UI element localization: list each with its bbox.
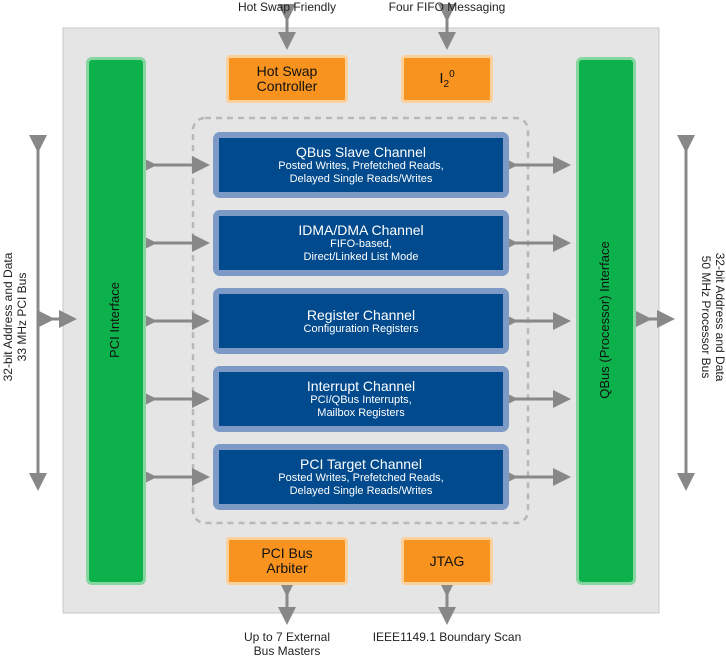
channel-title: QBus Slave Channel <box>296 144 426 160</box>
bus-masters-label: Up to 7 External Bus Masters <box>212 630 362 658</box>
qbus-interface-label: QBus (Processor) Interface <box>597 241 612 399</box>
hot-swap-line2: Controller <box>256 78 318 94</box>
channel-title: IDMA/DMA Channel <box>298 222 424 238</box>
hot-swap-line1: Hot Swap <box>256 63 318 79</box>
jtag-block: JTAG <box>401 537 493 585</box>
channel-title: Register Channel <box>306 306 416 323</box>
idma-dma-channel: IDMA/DMA Channel FIFO-based, Direct/Link… <box>213 210 509 276</box>
arrows <box>29 4 695 625</box>
pci-interface-block <box>86 57 146 585</box>
channel-line1: Posted Writes, Prefetched Reads, <box>278 472 444 484</box>
pci-arbiter-line2: Arbiter <box>266 560 308 576</box>
right-bus-line2: 50 MHz Processor Bus <box>699 255 713 379</box>
hot-swap-controller-block: Hot Swap Controller <box>226 55 348 103</box>
right-bus-line1: 32-bit Address and Data <box>713 252 726 382</box>
four-fifo-messaging-label: Four FIFO Messaging <box>388 0 506 14</box>
pci-interface-label: PCI Interface <box>107 282 122 358</box>
pci-target-channel: PCI Target Channel Posted Writes, Prefet… <box>213 444 509 510</box>
channel-line1: Configuration Registers <box>303 322 419 335</box>
qbus-interface-block <box>576 57 636 585</box>
interrupt-channel: Interrupt Channel PCI/QBus Interrupts, M… <box>213 366 509 432</box>
hot-swap-friendly-label: Hot Swap Friendly <box>237 0 337 14</box>
pci-arbiter-line1: PCI Bus <box>261 545 313 561</box>
right-bus-label: 32-bit Address and Data 50 MHz Processor… <box>697 237 726 397</box>
channel-title: PCI Target Channel <box>300 456 422 472</box>
channel-line1: FIFO-based, <box>330 238 392 250</box>
pci-bus-arbiter-block: PCI Bus Arbiter <box>226 537 348 585</box>
boundary-scan-label: IEEE1149.1 Boundary Scan <box>372 630 522 644</box>
channel-line1: Posted Writes, Prefetched Reads, <box>278 160 444 172</box>
left-bus-line2: 33 MHz PCI Bus <box>15 272 29 362</box>
channel-line1: PCI/QBus Interrupts, <box>310 394 412 406</box>
bus-masters-line1: Up to 7 External <box>243 630 331 644</box>
i2o-label: I20 <box>439 68 455 90</box>
channel-title: Interrupt Channel <box>306 378 416 394</box>
channel-line2: Delayed Single Reads/Writes <box>289 485 433 497</box>
left-bus-label: 32-bit Address and Data 33 MHz PCI Bus <box>1 237 31 397</box>
qbus-slave-channel: QBus Slave Channel Posted Writes, Prefet… <box>213 132 509 198</box>
channel-line2: Delayed Single Reads/Writes <box>289 173 433 185</box>
channel-line2: Mailbox Registers <box>317 407 405 419</box>
register-channel: Register Channel Configuration Registers <box>213 288 509 354</box>
left-bus-line1: 32-bit Address and Data <box>1 252 15 382</box>
i2o-block: I20 <box>401 55 493 103</box>
channel-line2: Direct/Linked List Mode <box>303 251 419 263</box>
bus-masters-line2: Bus Masters <box>253 644 321 658</box>
